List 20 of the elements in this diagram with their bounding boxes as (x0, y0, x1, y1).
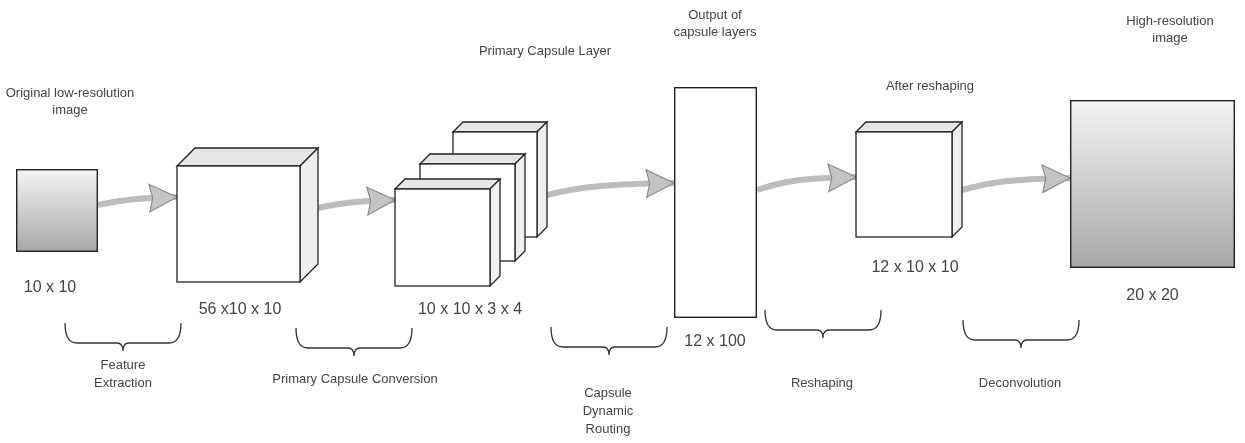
dimension-label: 10 x 10 (22, 278, 78, 296)
curved-arrow (97, 183, 178, 213)
dimension-label: 12 x 100 (683, 332, 747, 350)
dimension-label: 12 x 10 x 10 (870, 258, 960, 276)
stage-label: Reshaping (789, 374, 855, 392)
dimension-label: 56 x10 x 10 (197, 300, 283, 318)
layer-title: After reshaping (884, 77, 976, 94)
curved-arrow (961, 164, 1071, 194)
layer-title: Primary Capsule Layer (477, 42, 613, 59)
stage-label: Primary Capsule Conversion (271, 370, 439, 388)
layer-title: High-resolution image (1125, 12, 1215, 46)
stage-label: Capsule Dynamic Routing (581, 384, 635, 438)
dimension-label: 10 x 10 x 3 x 4 (416, 300, 524, 318)
dimension-label: 20 x 20 (1125, 286, 1180, 304)
layer-title: Output of capsule layers (672, 6, 758, 40)
curved-arrow (317, 186, 396, 216)
stage-label: Deconvolution (977, 374, 1063, 392)
stage-label: Feature Extraction (93, 356, 153, 392)
curved-arrow (756, 163, 857, 193)
layer-title: Original low-resolution image (5, 84, 135, 118)
